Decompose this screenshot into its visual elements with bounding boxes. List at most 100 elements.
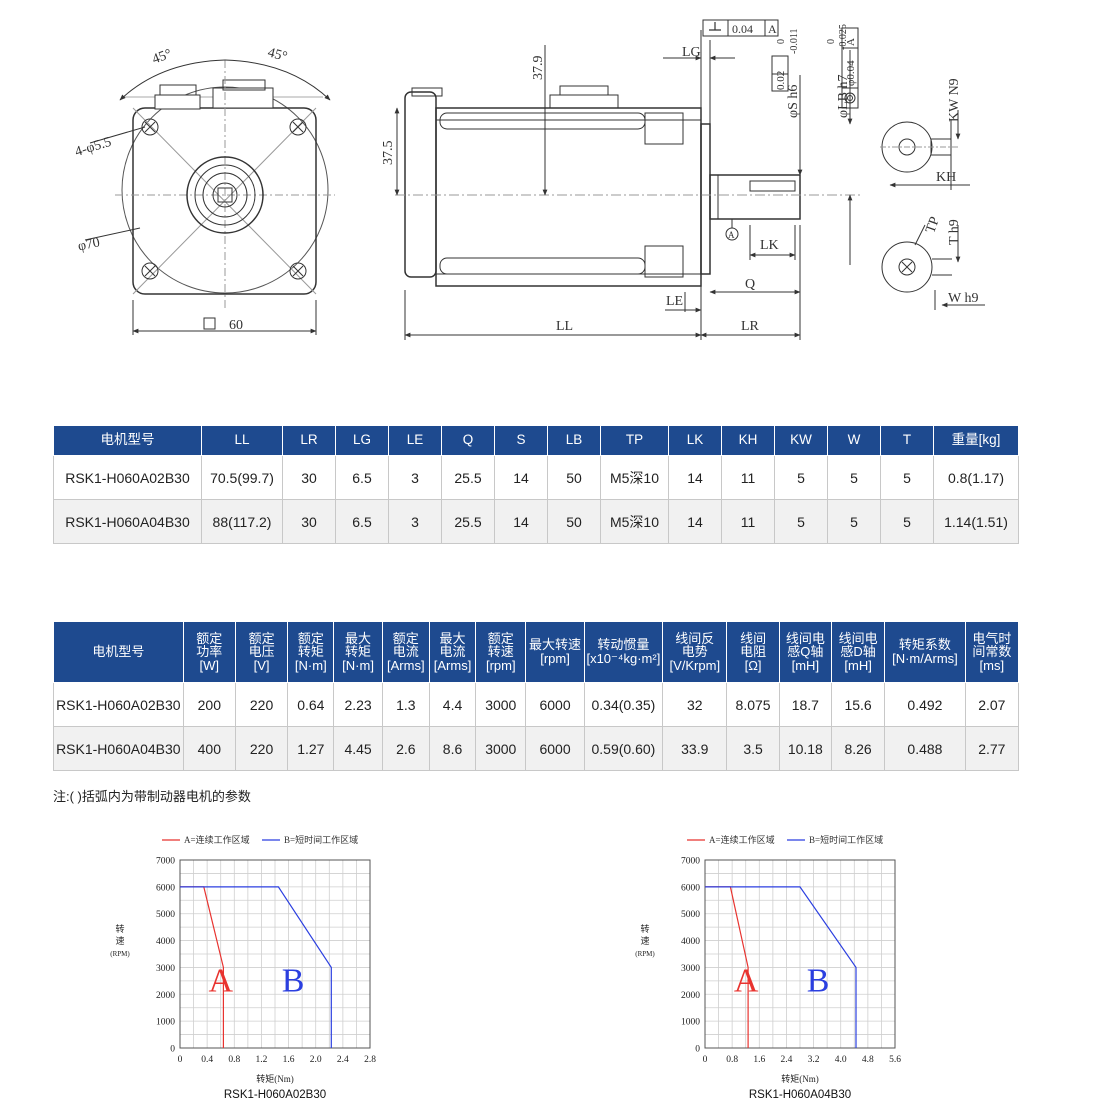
column-header: W	[827, 425, 881, 456]
column-header: 额定转矩[N·m]	[287, 621, 335, 683]
column-header-line: Q	[462, 432, 474, 448]
y-tick-label: 0	[695, 1045, 700, 1055]
table-cell: M5深10	[600, 499, 669, 544]
table-cell: 18.7	[778, 682, 832, 727]
mount-hole	[141, 262, 159, 280]
y-axis-label: 速	[640, 936, 649, 946]
table-cell: 14	[668, 455, 722, 500]
y-axis-label: (RPM)	[110, 950, 130, 958]
dim-37-9: 37.9	[531, 56, 546, 81]
perp-reference: A	[768, 22, 777, 36]
column-header: 额定电流[Arms]	[381, 621, 430, 683]
pilot-tol-lower: -0.025	[838, 24, 849, 50]
hole-label: 4-φ5.5	[73, 135, 113, 160]
column-header-line: 重量[kg]	[951, 432, 1001, 448]
column-header-line: [Arms]	[433, 657, 472, 673]
column-header-line: 电势	[681, 644, 708, 660]
column-header: Q	[441, 425, 495, 456]
column-header-line: 电气时	[972, 630, 1012, 646]
x-tick-label: 2.0	[310, 1055, 322, 1065]
column-header-line: 电机型号	[100, 432, 155, 448]
column-header-line: 线间反	[675, 630, 715, 646]
y-tick-label: 1000	[156, 1018, 175, 1028]
column-header-line: 感D轴	[840, 644, 876, 660]
technical-drawing: 45° 45° 4-φ5.5 φ70 60 37.9 37.5 LG LE LL…	[73, 19, 985, 340]
column-header: 额定功率[W]	[182, 621, 236, 683]
column-header-line: [N·m/Arms]	[892, 651, 958, 666]
y-axis-label: (RPM)	[635, 950, 655, 958]
y-tick-label: 7000	[156, 857, 175, 867]
table-cell: RSK1-H060A04B30	[53, 499, 202, 544]
column-header-line: [rpm]	[485, 657, 516, 673]
column-header-line: 转速	[487, 644, 514, 660]
table-cell: 6.5	[335, 455, 389, 500]
w-label: W h9	[948, 291, 978, 306]
mount-hole	[289, 118, 307, 136]
circle-label: φ70	[77, 235, 102, 254]
lk-label: LK	[760, 238, 779, 253]
region-label-B: B	[807, 963, 830, 1000]
table-cell: 6000	[525, 726, 585, 771]
column-header: LG	[335, 425, 389, 456]
table-cell: 10.18	[778, 726, 832, 771]
column-header-line: 线间电	[785, 630, 825, 646]
column-header-line: LR	[300, 432, 318, 448]
table-cell: 5	[880, 499, 934, 544]
table-cell: 33.9	[662, 726, 728, 771]
table-cell: 6.5	[335, 499, 389, 544]
legend-label: B=短时间工作区域	[284, 834, 358, 845]
column-header: LR	[282, 425, 336, 456]
column-header-line: 最大	[439, 630, 466, 646]
side-view	[394, 19, 860, 340]
table-cell: 1.3	[381, 682, 430, 727]
table-cell: 2.23	[333, 682, 383, 727]
table-cell: 8.6	[428, 726, 477, 771]
legend-label: B=短时间工作区域	[809, 834, 883, 845]
legend-label: A=连续工作区域	[184, 834, 250, 845]
shaft-tol-upper: 0	[776, 39, 787, 44]
column-header-line: LB	[565, 432, 583, 448]
table-cell: 0.59(0.60)	[583, 726, 664, 771]
column-header-line: [N·m]	[294, 657, 327, 673]
column-header-line: 转矩	[297, 644, 324, 660]
table-cell: M5深10	[600, 455, 669, 500]
x-tick-label: 4.0	[835, 1055, 847, 1065]
x-axis-label: 转矩(Nm)	[781, 1073, 819, 1084]
column-header-line: 线间电	[838, 630, 878, 646]
column-header-line: 转动惯量	[597, 637, 650, 653]
column-header-line: [mH]	[844, 657, 872, 673]
column-header-line: 转矩系数	[898, 637, 951, 653]
column-header: 线间电感Q轴[mH]	[778, 621, 832, 683]
table-cell: 5	[827, 455, 881, 500]
table-cell: 15.6	[830, 682, 886, 727]
column-header-line: 转矩	[345, 644, 372, 660]
column-header-line: 功率	[196, 644, 223, 660]
table-cell: 5	[774, 455, 828, 500]
column-header: KW	[774, 425, 828, 456]
x-axis-label: 转矩(Nm)	[256, 1073, 294, 1084]
column-header-line: KH	[738, 432, 758, 448]
column-header-line: 额定	[392, 630, 419, 646]
table-cell: 2.6	[381, 726, 430, 771]
column-header-line: 线间	[740, 630, 767, 646]
table-cell: 0.34(0.35)	[583, 682, 664, 727]
column-header-line: S	[516, 432, 526, 448]
y-tick-label: 4000	[156, 937, 175, 947]
region-label-A: A	[734, 963, 759, 1000]
front-view	[84, 59, 335, 335]
angle-right-label: 45°	[266, 45, 289, 65]
key-detail	[880, 110, 985, 310]
column-header-line: [V/Krpm]	[669, 657, 721, 673]
column-header-line: 电机型号	[92, 644, 145, 660]
table-cell: RSK1-H060A02B30	[53, 682, 184, 727]
y-axis-label: 速	[115, 936, 124, 946]
column-header: 线间电阻[Ω]	[726, 621, 780, 683]
table-cell: 25.5	[441, 499, 495, 544]
table-cell: 11	[721, 455, 775, 500]
